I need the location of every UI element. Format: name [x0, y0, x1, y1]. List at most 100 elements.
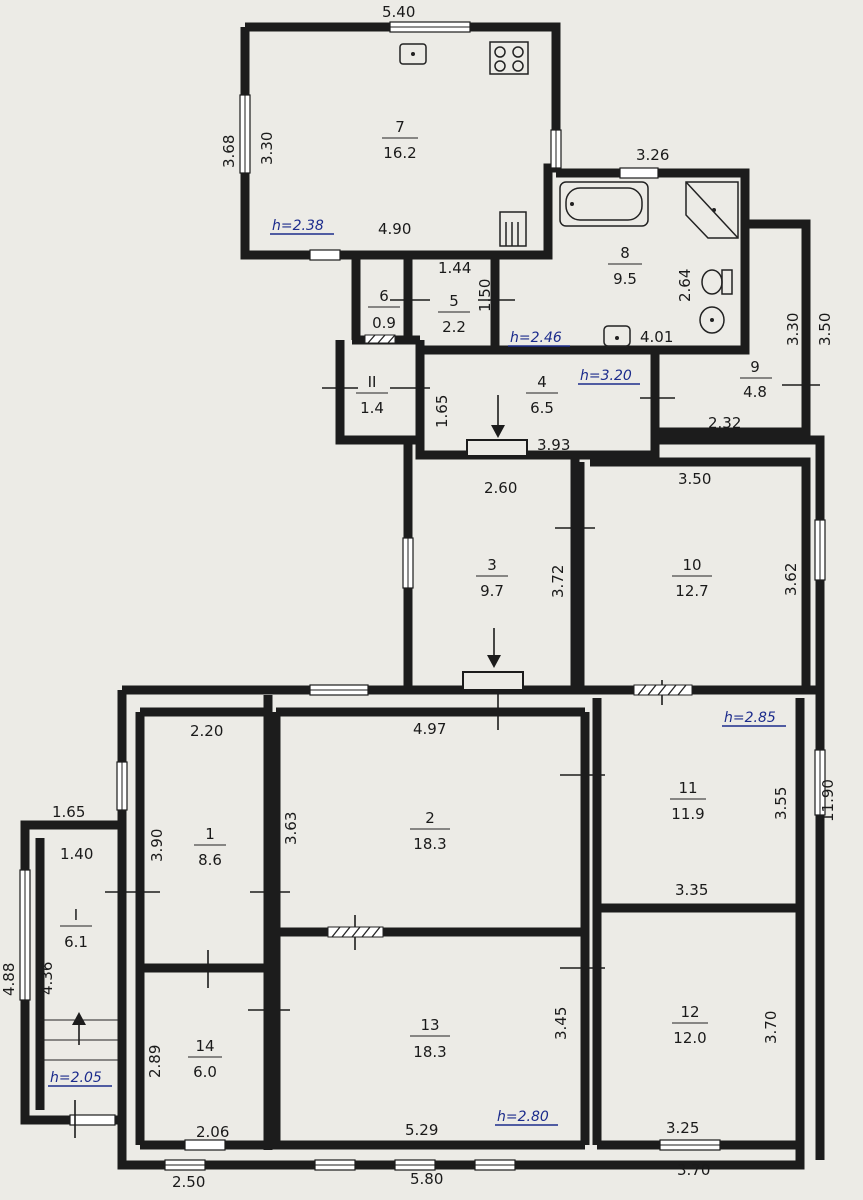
svg-text:2.89: 2.89 — [146, 1045, 164, 1078]
doors — [74, 299, 820, 1138]
svg-text:I: I — [74, 906, 78, 924]
boiler-icon — [499, 211, 527, 247]
svg-text:6.0: 6.0 — [193, 1063, 217, 1081]
room-9: 94.8 — [740, 358, 772, 401]
svg-text:3.50: 3.50 — [816, 313, 834, 346]
svg-text:1: 1 — [205, 825, 215, 843]
svg-text:2.2: 2.2 — [442, 318, 466, 336]
svg-text:11.9: 11.9 — [671, 805, 704, 823]
svg-text:12.7: 12.7 — [675, 582, 708, 600]
svg-text:3.55: 3.55 — [772, 787, 790, 820]
svg-text:13: 13 — [420, 1016, 439, 1034]
svg-text:2.20: 2.20 — [190, 722, 223, 740]
window-south-1 — [164, 1159, 206, 1171]
washbasin-icon — [603, 325, 631, 347]
window-south-kitchen — [309, 249, 341, 261]
svg-text:9.5: 9.5 — [613, 270, 637, 288]
window-bath — [619, 167, 659, 179]
window-south-2 — [314, 1159, 356, 1171]
svg-text:7: 7 — [395, 118, 405, 136]
svg-text:5.40: 5.40 — [382, 3, 415, 21]
svg-text:8: 8 — [620, 244, 630, 262]
window-north-main — [309, 684, 369, 696]
sink-icon — [399, 43, 427, 65]
svg-text:2.06: 2.06 — [196, 1123, 229, 1141]
window-east-kitchen — [550, 129, 562, 169]
window-south-5 — [659, 1139, 721, 1151]
svg-text:12: 12 — [680, 1003, 699, 1021]
svg-text:11: 11 — [678, 779, 697, 797]
room-8: 89.5 — [608, 244, 642, 288]
svg-text:h=2.05: h=2.05 — [50, 1070, 102, 1086]
svg-text:3.70: 3.70 — [677, 1161, 710, 1179]
window-room12 — [184, 1139, 226, 1151]
svg-text:2.50: 2.50 — [172, 1173, 205, 1191]
entrance-arrow-icons — [40, 395, 505, 1061]
toilet-icon — [701, 269, 733, 295]
window-north-kitchen — [389, 21, 471, 33]
room-4: 46.5 — [526, 373, 558, 417]
dimension-labels: 5.40 3.68 3.30 4.90 3.26 2.64 4.01 1.44 … — [0, 3, 837, 1191]
svg-text:12.0: 12.0 — [673, 1029, 706, 1047]
svg-text:4: 4 — [537, 373, 547, 391]
svg-text:h=2.80: h=2.80 — [497, 1109, 549, 1125]
window-room11 — [814, 749, 826, 816]
svg-text:5.80: 5.80 — [410, 1170, 443, 1188]
windows — [19, 21, 826, 1171]
room-6: 60.9 — [368, 287, 400, 332]
svg-text:1.44: 1.44 — [438, 259, 471, 277]
window-room3 — [402, 537, 414, 589]
room-I: I 6.1 — [60, 906, 92, 951]
svg-text:3.68: 3.68 — [220, 135, 238, 168]
window-room1 — [116, 761, 128, 811]
room-7: 716.2 — [382, 118, 418, 162]
room-11: 11 11.9 — [670, 779, 706, 823]
svg-text:3.35: 3.35 — [675, 881, 708, 899]
window-veranda-south — [69, 1114, 116, 1126]
bathtub-icon — [559, 181, 649, 227]
svg-text:3.62: 3.62 — [782, 563, 800, 596]
svg-text:16.2: 16.2 — [383, 144, 416, 162]
svg-text:3.45: 3.45 — [552, 1007, 570, 1040]
svg-text:3.72: 3.72 — [549, 565, 567, 598]
room-II: II 1.4 — [356, 373, 388, 417]
room-2: 218.3 — [410, 809, 450, 853]
svg-text:11.90: 11.90 — [819, 779, 837, 822]
window-room10 — [814, 519, 826, 581]
svg-text:9.7: 9.7 — [480, 582, 504, 600]
room-labels: 716.2 89.5 60.9 52.2 II1.4 46.5 94.8 39.… — [60, 118, 772, 1081]
svg-text:2: 2 — [425, 809, 435, 827]
svg-text:h=2.46: h=2.46 — [510, 330, 562, 346]
svg-text:3.25: 3.25 — [666, 1119, 699, 1137]
svg-text:6.1: 6.1 — [64, 933, 88, 951]
height-labels: h=2.38 h=2.46 h=3.20 h=2.85 h=2.05 h=2.8… — [48, 218, 786, 1126]
svg-text:1.65: 1.65 — [52, 803, 85, 821]
svg-text:II: II — [368, 373, 377, 391]
window-west-kitchen — [239, 94, 251, 174]
room-14: 146.0 — [188, 1037, 222, 1081]
svg-text:10: 10 — [682, 556, 701, 574]
room-3: 39.7 — [476, 556, 508, 600]
room-10: 10 12.7 — [672, 556, 712, 600]
window-south-4 — [474, 1159, 516, 1171]
svg-text:6: 6 — [379, 287, 389, 305]
svg-text:1.4: 1.4 — [360, 399, 384, 417]
svg-text:h=3.20: h=3.20 — [580, 368, 632, 384]
svg-text:3.30: 3.30 — [258, 132, 276, 165]
svg-text:0.9: 0.9 — [372, 314, 396, 332]
svg-text:3.70: 3.70 — [762, 1011, 780, 1044]
svg-text:1.50: 1.50 — [476, 279, 494, 312]
svg-text:6.5: 6.5 — [530, 399, 554, 417]
window-south-3 — [394, 1159, 436, 1171]
svg-text:5.29: 5.29 — [405, 1121, 438, 1139]
svg-text:8.6: 8.6 — [198, 851, 222, 869]
svg-text:2.32: 2.32 — [708, 414, 741, 432]
svg-text:2.64: 2.64 — [676, 269, 694, 302]
svg-text:14: 14 — [195, 1037, 214, 1055]
svg-text:3.90: 3.90 — [148, 829, 166, 862]
hatched-partitions — [327, 334, 693, 938]
room-5: 52.2 — [438, 292, 470, 336]
room-1: 18.6 — [194, 825, 226, 869]
